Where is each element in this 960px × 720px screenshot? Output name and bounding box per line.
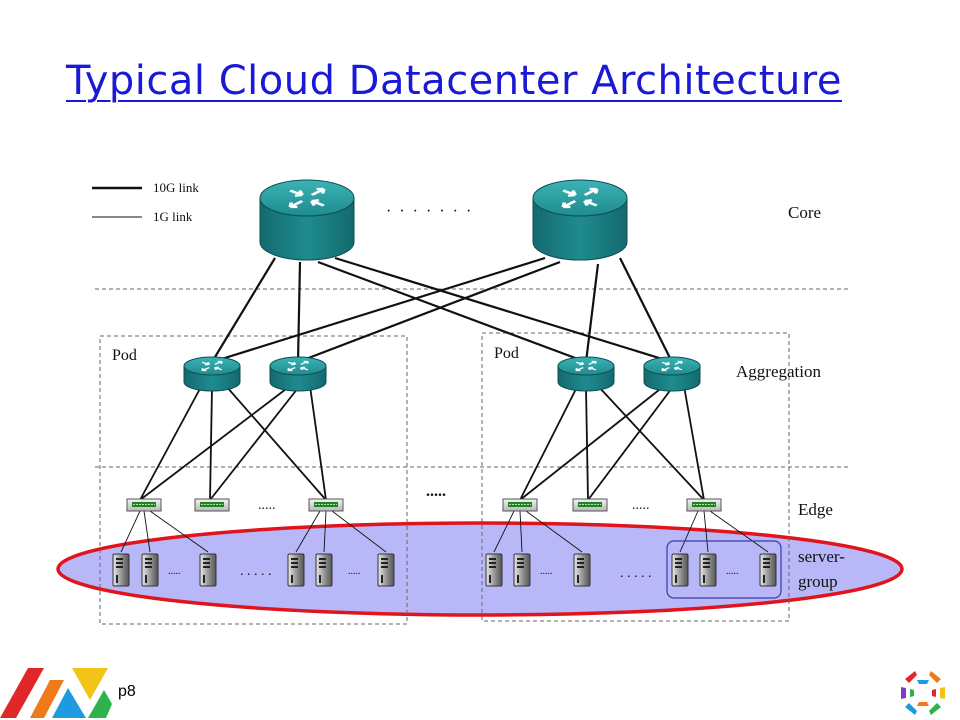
pod-box-left — [99, 335, 408, 625]
server — [671, 553, 689, 587]
legend-10g-label: 10G link — [153, 180, 199, 195]
aggregation-edge-links — [139, 384, 705, 501]
edge-switch — [194, 498, 230, 512]
server — [141, 553, 159, 587]
layer-label-core: Core — [788, 203, 821, 222]
edge-gap-dots-right: ..... — [632, 498, 650, 513]
page-number: p8 — [118, 683, 136, 700]
server — [513, 553, 531, 587]
server — [377, 553, 395, 587]
pod-gap-dots: ..... — [426, 483, 446, 500]
layer-label-aggregation: Aggregation — [736, 362, 821, 381]
core-aggregation-links — [211, 256, 673, 364]
brand-logo-right-icon — [901, 671, 945, 715]
server-rack-box — [666, 540, 782, 599]
core-gap-dots: · · · · · · · — [386, 203, 473, 220]
server-gap-dots: . . . . . — [240, 564, 272, 579]
edge-switch — [126, 498, 162, 512]
layer-label-server-group-1: server- — [798, 547, 845, 566]
server-gap-dots: . . . . . — [620, 566, 652, 581]
legend-1g-label: 1G link — [153, 209, 193, 224]
server — [485, 553, 503, 587]
rack-gap-dots: ..... — [348, 566, 361, 577]
pod-box-right — [481, 332, 790, 622]
server — [573, 553, 591, 587]
edge-switch — [572, 498, 608, 512]
rack-gap-dots: ..... — [540, 566, 553, 577]
layer-label-edge: Edge — [798, 500, 833, 519]
server — [699, 553, 717, 587]
core-router-right — [532, 179, 628, 261]
brand-logo-left-icon — [0, 668, 112, 718]
slide-title: Typical Cloud Datacenter Architecture — [66, 58, 842, 104]
server — [287, 553, 305, 587]
aggregation-router — [269, 356, 327, 392]
layer-label-server-group-2: group — [798, 572, 838, 591]
edge-switch — [502, 498, 538, 512]
pod-label-left: Pod — [112, 347, 137, 364]
server — [199, 553, 217, 587]
edge-switch — [308, 498, 344, 512]
server — [112, 553, 130, 587]
legend: 10G link 1G link — [92, 180, 199, 224]
pod-label-right: Pod — [494, 345, 519, 362]
aggregation-router — [183, 356, 241, 392]
edge-gap-dots-left: ..... — [258, 498, 276, 513]
aggregation-router — [643, 356, 701, 392]
server-group-highlight — [56, 521, 904, 617]
rack-gap-dots: ..... — [726, 566, 739, 577]
edge-server-links — [120, 510, 769, 553]
aggregation-router — [557, 356, 615, 392]
server — [315, 553, 333, 587]
core-router-left — [259, 179, 355, 261]
rack-gap-dots: ..... — [168, 566, 181, 577]
edge-switch — [686, 498, 722, 512]
server — [759, 553, 777, 587]
